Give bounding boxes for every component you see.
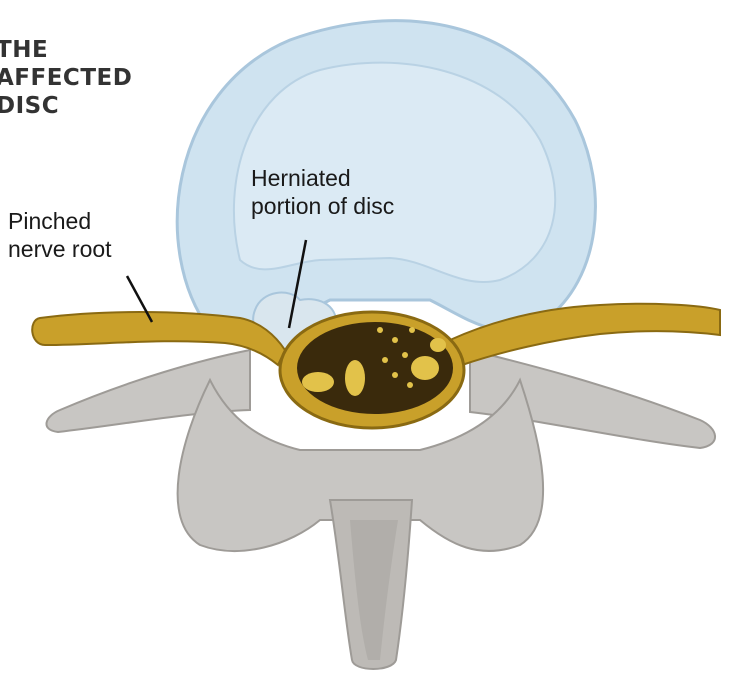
title-line-1: THE [0, 36, 132, 64]
pinched-nerve-label: Pinched nerve root [8, 207, 112, 263]
nerve-fiber-dot [382, 357, 388, 363]
nerve-fiber-dot [377, 327, 383, 333]
herniated-disc-label-line-1: Herniated [251, 164, 394, 192]
nerve-bundle [411, 356, 439, 380]
nerve-fiber-dot [402, 352, 408, 358]
pinched-nerve-label-line-1: Pinched [8, 207, 112, 235]
herniated-disc-label: Herniated portion of disc [251, 164, 394, 220]
herniated-disc-label-line-2: portion of disc [251, 192, 394, 220]
nerve-bundle [430, 338, 446, 352]
nerve-bundle [302, 372, 334, 392]
nerve-fiber-dot [409, 327, 415, 333]
nerve-fiber-dot [392, 337, 398, 343]
title-line-3: DISC [0, 92, 132, 120]
nerve-fiber-dot [392, 372, 398, 378]
pinched-nerve-label-line-2: nerve root [8, 235, 112, 263]
nerve-fiber-dot [407, 382, 413, 388]
nerve-bundle [345, 360, 365, 396]
diagram-title: THE AFFECTED DISC [0, 36, 132, 120]
title-line-2: AFFECTED [0, 64, 132, 92]
